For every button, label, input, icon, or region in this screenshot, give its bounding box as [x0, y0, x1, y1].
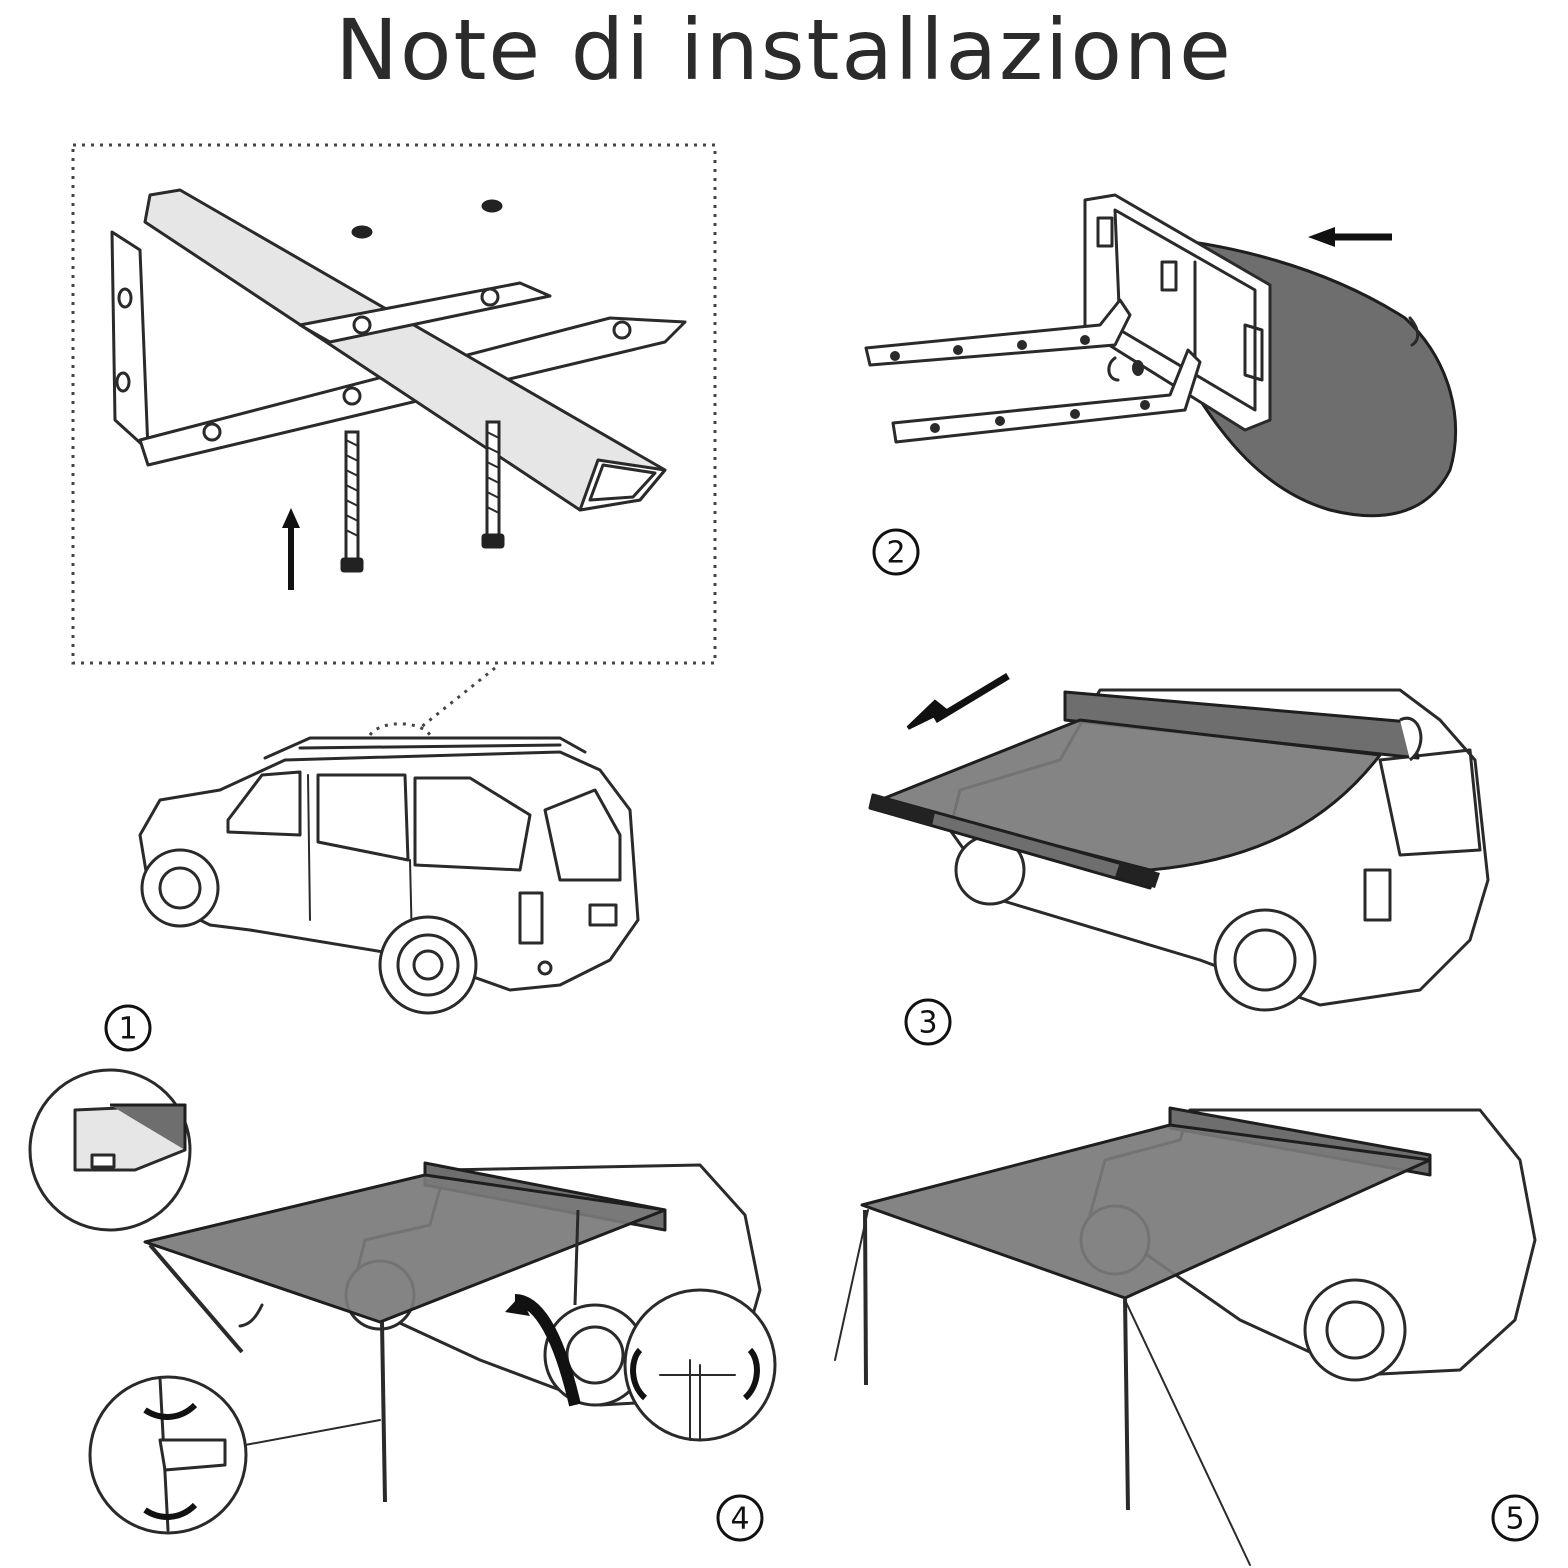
svg-text:5: 5: [1505, 1502, 1524, 1537]
svg-text:1: 1: [118, 1012, 137, 1047]
front-bar: [868, 793, 1157, 890]
zoom-circle-rail-end: [28, 1068, 192, 1232]
awning-fabric-deployed: [860, 1123, 1432, 1300]
step-marker-4: 4: [716, 1494, 764, 1542]
step-marker-1: 1: [104, 1004, 152, 1052]
awning-fabric-open: [143, 1173, 667, 1324]
arrow-left-down-icon: [906, 673, 1010, 730]
lower-bracket: [891, 348, 1202, 444]
svg-text:4: 4: [730, 1502, 749, 1537]
bolt-left: [340, 430, 364, 573]
zoom-circle-strap: [623, 1288, 777, 1442]
svg-text:2: 2: [886, 536, 905, 571]
detail-connector-line: [419, 666, 496, 730]
step-3-illustration: [868, 673, 1490, 1012]
step-marker-2: 2: [872, 528, 920, 576]
upper-bracket: [864, 298, 1132, 367]
zoom-circle-leg-clamp: [88, 1375, 381, 1535]
step-1-detail-box: [71, 143, 717, 730]
step-1-car: [138, 722, 640, 1015]
arrow-up-icon: [282, 508, 300, 590]
page-title: Note di installazione: [335, 1, 1233, 99]
step-5-illustration: [834, 1106, 1537, 1566]
bolt-right: [481, 420, 505, 549]
arrow-left-icon: [1308, 227, 1392, 247]
step-2-illustration: [864, 193, 1458, 518]
side-bracket: [110, 230, 150, 452]
step-marker-3: 3: [904, 998, 952, 1046]
detail-dotted-frame: [71, 143, 717, 665]
extended-fabric: [878, 718, 1382, 872]
step-marker-5: 5: [1491, 1494, 1539, 1542]
short-bracket: [298, 281, 552, 344]
nut-right: [481, 199, 503, 213]
awning-roller: [1063, 690, 1420, 760]
nut-left: [351, 225, 373, 239]
step-4-illustration: [28, 1068, 777, 1535]
svg-text:3: 3: [918, 1006, 937, 1041]
